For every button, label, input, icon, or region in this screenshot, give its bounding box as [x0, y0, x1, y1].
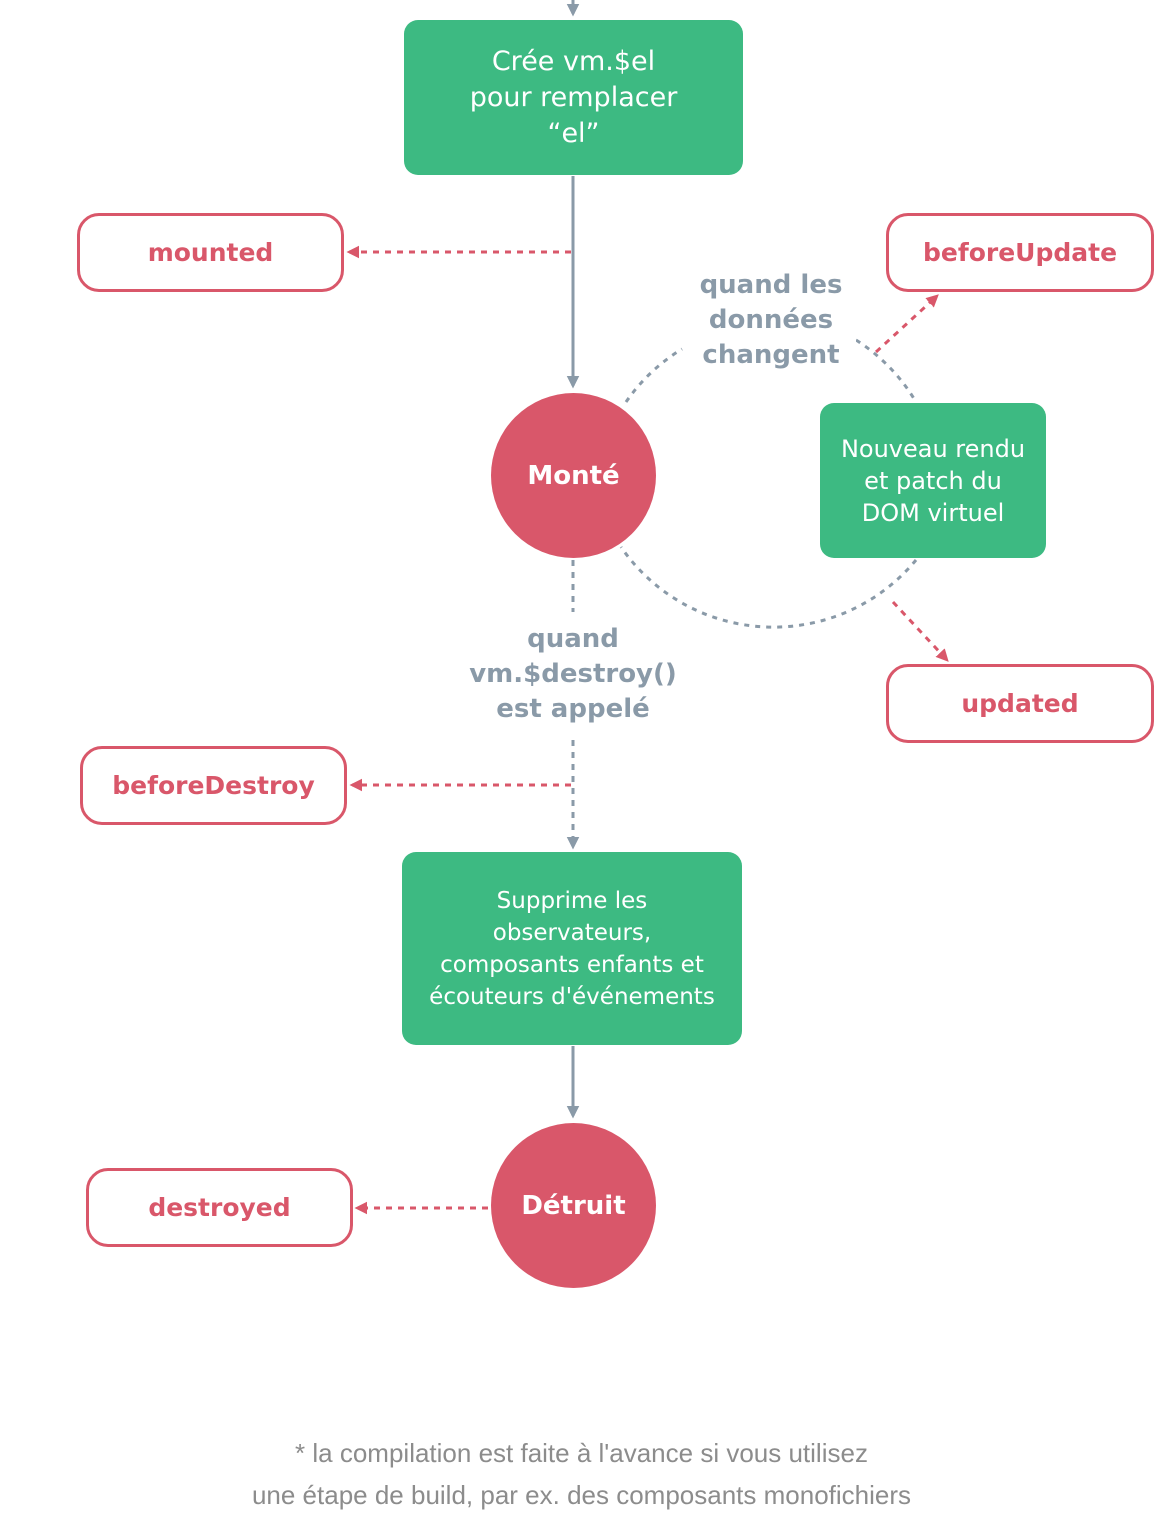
arrow-to-updated-hook [891, 600, 949, 662]
create-el-step-text: Crée vm.$el pour remplacer “el” [469, 45, 678, 149]
when-destroy-called-label: quand vm.$destroy() est appelé [463, 622, 683, 727]
when-data-changes-label: quand les données changent [686, 268, 856, 373]
teardown-step-text: Supprime les observateurs, composants en… [429, 887, 715, 1010]
updated-hook: updated [886, 664, 1154, 743]
before-destroy-hook-label: beforeDestroy [112, 771, 315, 800]
footnote-line-2: une étape de build, par ex. des composan… [251, 1480, 912, 1510]
mounted-state-circle: Monté [491, 393, 656, 558]
rerender-step-text: Nouveau rendu et patch du DOM virtuel [840, 434, 1026, 527]
before-update-hook: beforeUpdate [886, 213, 1154, 292]
before-destroy-hook: beforeDestroy [80, 746, 347, 825]
mounted-hook-label: mounted [147, 238, 274, 267]
destroyed-state-label: Détruit [521, 1190, 626, 1221]
update-cycle-arc-bottom [619, 546, 918, 629]
footnote-line-1: * la compilation est faite à l'avance si… [295, 1438, 868, 1468]
update-cycle-arc-top [624, 347, 683, 403]
arrow-to-before-update-hook [874, 294, 939, 354]
updated-hook-label: updated [961, 689, 1079, 718]
destroyed-hook-label: destroyed [148, 1193, 291, 1222]
destroyed-state-circle: Détruit [491, 1123, 656, 1288]
teardown-step: Supprime les observateurs, composants en… [402, 852, 742, 1045]
update-cycle-arc-top-right [855, 338, 918, 403]
before-update-hook-label: beforeUpdate [922, 238, 1118, 267]
rerender-step: Nouveau rendu et patch du DOM virtuel [820, 403, 1046, 558]
mounted-hook: mounted [77, 213, 344, 292]
destroyed-hook: destroyed [86, 1168, 353, 1247]
mounted-state-label: Monté [527, 460, 620, 491]
create-el-step: Crée vm.$el pour remplacer “el” [404, 20, 743, 175]
